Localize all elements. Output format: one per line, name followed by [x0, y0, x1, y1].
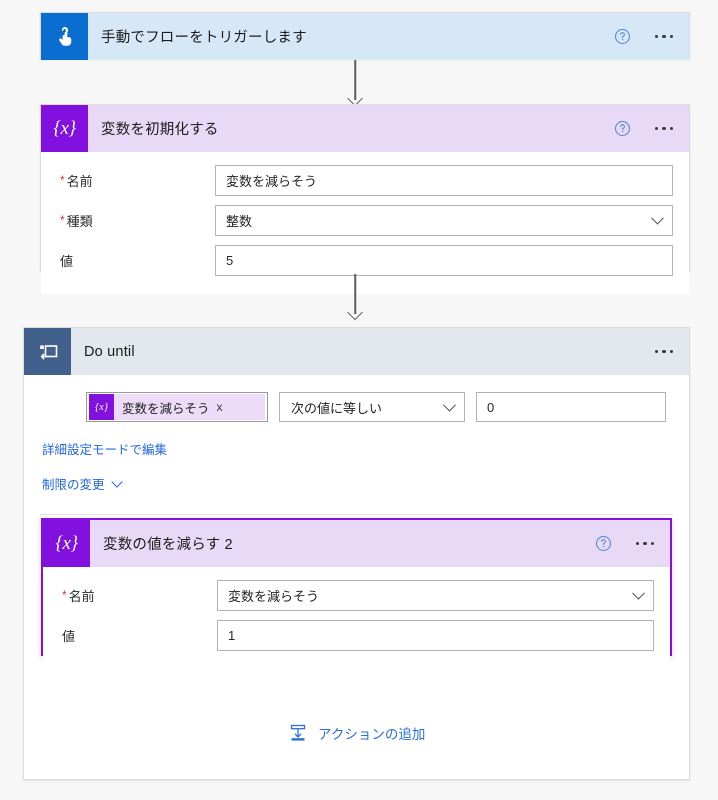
field-label-type: * 種類 — [60, 211, 215, 230]
variable-braces-icon: {x} — [41, 105, 88, 152]
decrement-variable-title: 変数の値を減らす 2 — [103, 537, 233, 553]
variable-token-label: 変数を減らそう — [122, 401, 210, 416]
initialize-variable-card[interactable]: {x} 変数を初期化する * 名前 変数を減らそう — [40, 104, 690, 294]
value-input-value: 5 — [226, 252, 234, 268]
field-label-text: 種類 — [66, 213, 93, 229]
add-action-label: アクションの追加 — [318, 727, 426, 742]
type-select[interactable]: 整数 — [215, 204, 673, 236]
connector-init-to-dountil — [340, 274, 370, 321]
help-circle-icon[interactable] — [614, 28, 631, 45]
change-limits-link[interactable]: 制限の変更 — [42, 474, 123, 493]
required-asterisk: * — [62, 588, 67, 602]
value-input[interactable]: 5 — [215, 244, 673, 276]
initialize-variable-body: * 名前 変数を減らそう * 種類 整数 値 — [41, 152, 689, 294]
trigger-card-header[interactable]: 手動でフローをトリガーします — [41, 13, 689, 60]
type-select-value: 整数 — [226, 213, 253, 229]
hand-tap-icon — [41, 13, 88, 60]
help-circle-icon[interactable] — [614, 120, 631, 137]
condition-operator-select[interactable]: 次の値に等しい — [279, 392, 465, 422]
do-until-condition-row: {x} 変数を減らそう x 次の値に等しい 0 — [24, 375, 689, 422]
add-action-button[interactable]: アクションの追加 — [288, 723, 425, 743]
variable-braces-glyph: {x} — [53, 117, 76, 139]
change-limits-label: 制限の変更 — [42, 478, 105, 492]
decrement-variable-body: * 名前 変数を減らそう 値 1 — [43, 567, 670, 669]
ellipsis-icon[interactable] — [634, 535, 657, 552]
variable-braces-icon: {x} — [43, 520, 90, 567]
do-until-header[interactable]: Do until — [24, 328, 689, 375]
edit-advanced-mode-label: 詳細設定モードで編集 — [42, 443, 168, 457]
help-circle-icon[interactable] — [595, 535, 612, 552]
trigger-card[interactable]: 手動でフローをトリガーします — [40, 12, 690, 60]
edit-advanced-mode-link[interactable]: 詳細設定モードで編集 — [42, 439, 167, 458]
initialize-variable-header[interactable]: {x} 変数を初期化する — [41, 105, 689, 152]
decrement-variable-header[interactable]: {x} 変数の値を減らす 2 — [43, 520, 670, 567]
field-label-text: 値 — [60, 253, 74, 269]
condition-operator-value: 次の値に等しい — [291, 400, 383, 416]
do-until-title: Do until — [84, 343, 135, 360]
decrement-value-text: 1 — [228, 627, 236, 643]
variable-braces-glyph: {x} — [55, 532, 78, 554]
field-label-value: 値 — [60, 251, 215, 270]
field-row: * 名前 変数を減らそう — [43, 575, 670, 615]
ellipsis-icon[interactable] — [653, 343, 676, 360]
chevron-down-icon — [443, 398, 456, 412]
initialize-variable-title: 変数を初期化する — [101, 122, 219, 138]
decrement-name-value: 変数を減らそう — [228, 588, 320, 604]
remove-token-icon[interactable]: x — [216, 400, 223, 414]
required-asterisk: * — [60, 173, 65, 187]
field-row: 値 1 — [43, 615, 670, 655]
field-label-text: 値 — [62, 628, 76, 644]
variable-token[interactable]: {x} 変数を減らそう x — [89, 394, 265, 420]
field-label-text: 名前 — [66, 173, 93, 189]
field-row: * 名前 変数を減らそう — [41, 160, 689, 200]
field-label-text: 名前 — [68, 588, 95, 604]
condition-token-field[interactable]: {x} 変数を減らそう x — [86, 392, 268, 422]
ellipsis-icon[interactable] — [653, 120, 676, 137]
field-row: 値 5 — [41, 240, 689, 280]
field-label-name: * 名前 — [62, 586, 217, 605]
field-label-value: 値 — [62, 626, 217, 645]
ellipsis-icon[interactable] — [653, 28, 676, 45]
do-until-scope[interactable]: Do until {x} 変数を減らそう x 次の値に等しい 0 — [23, 327, 690, 780]
connector-trigger-to-init — [340, 60, 370, 107]
name-input[interactable]: 変数を減らそう — [215, 164, 673, 196]
name-input-value: 変数を減らそう — [226, 173, 318, 189]
decrement-value-input[interactable]: 1 — [217, 619, 654, 651]
field-label-name: * 名前 — [60, 171, 215, 190]
condition-value-input[interactable]: 0 — [476, 392, 666, 422]
field-row: * 種類 整数 — [41, 200, 689, 240]
scope-divider — [40, 514, 673, 515]
trigger-card-title: 手動でフローをトリガーします — [101, 30, 307, 46]
loop-until-icon — [24, 328, 71, 375]
required-asterisk: * — [60, 213, 65, 227]
decrement-variable-card[interactable]: {x} 変数の値を減らす 2 * 名前 — [41, 518, 672, 669]
chevron-down-icon — [110, 475, 123, 488]
condition-value-text: 0 — [487, 399, 495, 415]
variable-braces-icon: {x} — [89, 394, 114, 420]
decrement-name-select[interactable]: 変数を減らそう — [217, 579, 654, 611]
insert-action-icon — [290, 724, 306, 741]
chevron-down-icon — [651, 211, 664, 225]
chevron-down-icon — [632, 586, 645, 600]
